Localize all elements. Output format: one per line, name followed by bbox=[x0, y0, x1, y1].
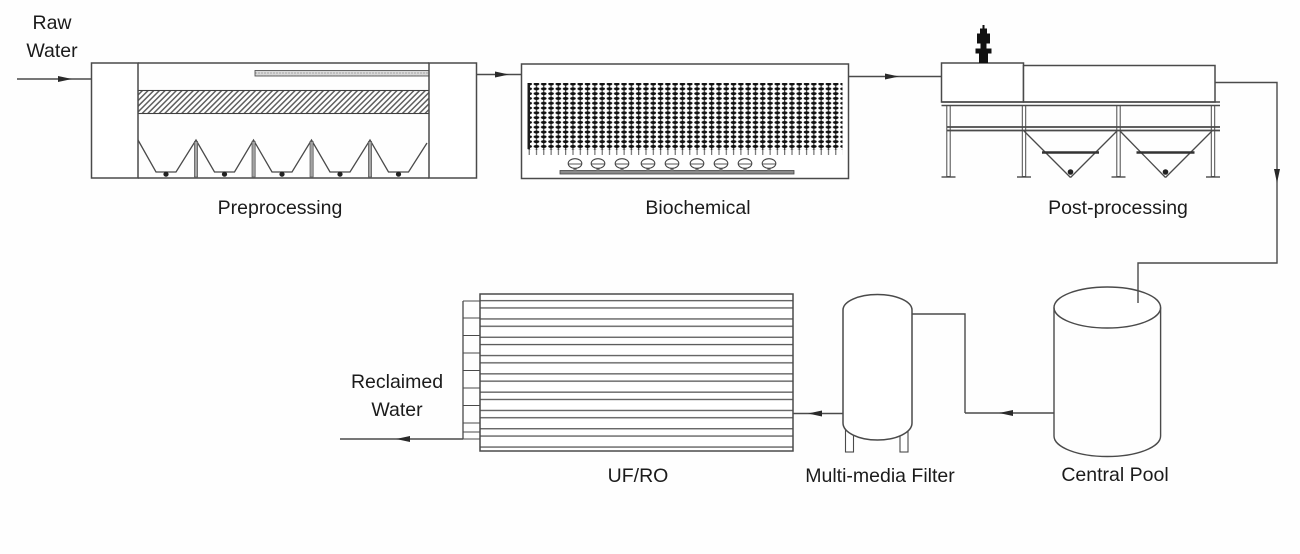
uf-ro-manifold-icon bbox=[462, 300, 480, 440]
reclaimed-water-label-line2: Water bbox=[371, 399, 423, 421]
preprocessing-unit bbox=[90, 62, 478, 179]
reclaimed-water-label: Reclaimed Water bbox=[351, 368, 443, 424]
raw-water-label-line1: Raw bbox=[32, 12, 72, 34]
uf-ro-membrane-stack bbox=[462, 293, 794, 452]
post-processing-unit bbox=[940, 25, 1220, 178]
filter-to-ufro-pipe bbox=[793, 410, 843, 417]
multi-media-filter-vessel bbox=[842, 293, 913, 453]
preprocessing-top-pipe-icon bbox=[254, 70, 430, 77]
biochemical-unit bbox=[520, 63, 850, 180]
pool-to-filter-pipe bbox=[912, 313, 1054, 416]
raw-water-label-line2: Water bbox=[26, 40, 78, 62]
biochemical-to-postprocessing-arrow bbox=[848, 73, 942, 80]
biochemical-label: Biochemical bbox=[645, 197, 751, 219]
raw-water-label: Raw Water bbox=[26, 9, 77, 65]
bio-media-fringe-icon bbox=[527, 150, 843, 155]
clarifier-hoppers-icon bbox=[1023, 130, 1213, 178]
postprocessing-to-pool-pipe bbox=[1137, 81, 1280, 303]
bio-media-bed-icon bbox=[527, 83, 843, 150]
agitator-motor-icon bbox=[975, 25, 992, 63]
reclaimed-water-outlet-arrow bbox=[340, 436, 463, 442]
post-processing-label: Post-processing bbox=[1048, 197, 1188, 219]
reclaimed-water-label-line1: Reclaimed bbox=[350, 371, 444, 393]
preprocessing-hoppers-icon bbox=[137, 138, 428, 173]
central-pool-label: Central Pool bbox=[1061, 464, 1169, 486]
multi-media-filter-label: Multi-media Filter bbox=[805, 465, 955, 487]
uf-ro-label: UF/RO bbox=[607, 465, 669, 487]
preprocessing-hatch-band-icon bbox=[137, 89, 430, 115]
air-diffusers-icon bbox=[567, 158, 777, 171]
central-pool-tank bbox=[1053, 286, 1162, 458]
preprocessing-to-biochemical-arrow bbox=[476, 71, 522, 78]
aeration-header-icon bbox=[559, 170, 795, 175]
raw-water-inlet-arrow bbox=[17, 76, 92, 82]
preprocessing-label: Preprocessing bbox=[217, 197, 343, 219]
